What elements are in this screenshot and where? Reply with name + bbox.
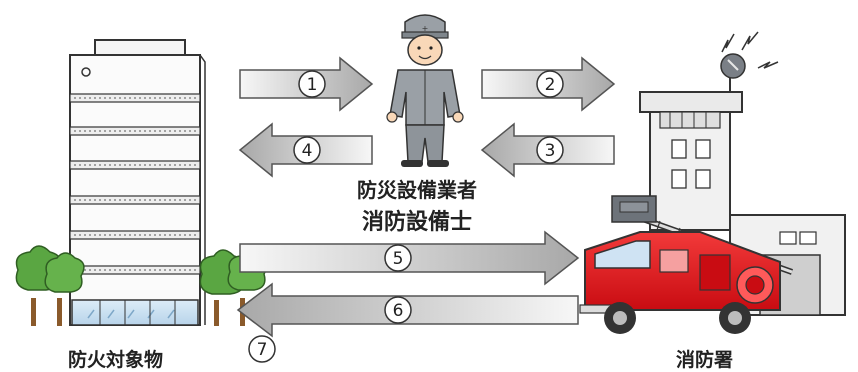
contractor-figure: + bbox=[386, 14, 464, 167]
fire-truck-illustration bbox=[579, 195, 794, 334]
arrow-step-6: 6 bbox=[236, 282, 579, 338]
building-illustration bbox=[15, 39, 268, 326]
contractor-label-line2: 消防設備士 bbox=[362, 210, 473, 235]
svg-text:+: + bbox=[422, 24, 429, 33]
contractor-label-line1: 防災設備業者 bbox=[357, 178, 477, 202]
step-5-label: 5 bbox=[393, 249, 404, 269]
step-2-label: 2 bbox=[545, 75, 556, 95]
step-1-label: 1 bbox=[307, 75, 318, 95]
step-7-label: 7 bbox=[257, 340, 268, 360]
arrow-step-2: 2 bbox=[481, 56, 616, 112]
step-6-label: 6 bbox=[393, 301, 404, 321]
building-label: 防火対象物 bbox=[68, 349, 164, 371]
signal-icon bbox=[721, 31, 779, 69]
step-3-label: 3 bbox=[545, 141, 556, 161]
arrow-step-1: 1 bbox=[239, 56, 374, 112]
tree-icon bbox=[15, 245, 85, 326]
step-7-marker: 7 bbox=[248, 335, 276, 363]
arrow-step-3: 3 bbox=[480, 122, 615, 178]
fire-station-illustration bbox=[579, 31, 846, 334]
fire-station-label: 消防署 bbox=[676, 349, 734, 371]
arrow-step-5: 5 bbox=[239, 230, 580, 286]
step-4-label: 4 bbox=[302, 141, 313, 161]
arrow-step-4: 4 bbox=[238, 122, 373, 178]
